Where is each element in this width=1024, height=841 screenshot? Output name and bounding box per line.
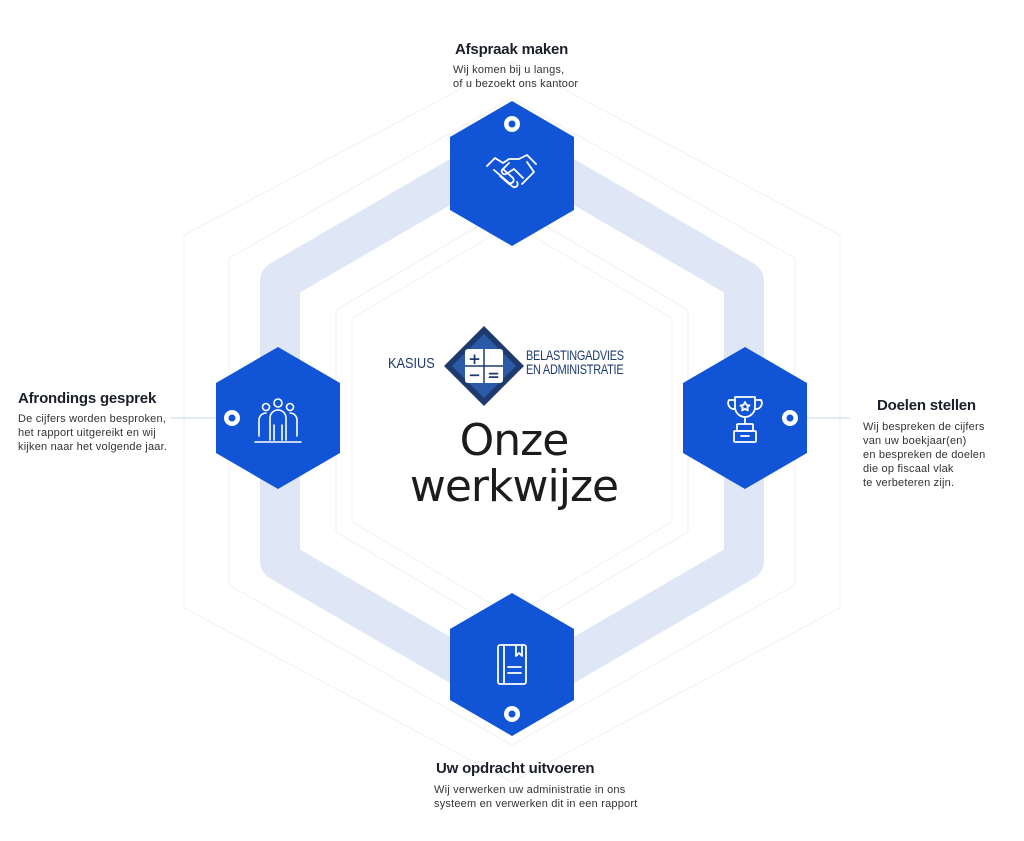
- step-right-description: Wij bespreken de cijfers van uw boekjaar…: [863, 420, 985, 490]
- handshake-icon: [486, 154, 537, 189]
- step-bottom-hexagon: [450, 593, 574, 736]
- step-right-line: en bespreken de doelen: [863, 449, 986, 461]
- logo-equals-symbol: =: [487, 366, 500, 384]
- step-top-line: of u bezoekt ons kantoor: [453, 78, 579, 90]
- step-right-line: te verbeteren zijn.: [863, 477, 955, 489]
- brand-tagline-line2: EN ADMINISTRATIE: [526, 361, 624, 377]
- step-left-title: Afrondings gesprek: [18, 390, 157, 407]
- outer-hexagon-outline: [183, 61, 841, 783]
- logo-minus-symbol: −: [468, 366, 481, 384]
- trophy-icon: [727, 396, 763, 443]
- logo-mark: + = −: [444, 326, 524, 406]
- step-right-line: van uw boekjaar(en): [863, 435, 967, 447]
- step-right-line: Wij bespreken de cijfers: [863, 421, 985, 433]
- step-left-line: De cijfers worden besproken,: [18, 413, 167, 425]
- step-top-line: Wij komen bij u langs,: [453, 64, 565, 76]
- step-right-title: Doelen stellen: [877, 397, 976, 414]
- step-bottom-description: Wij verwerken uw administratie in ons sy…: [434, 783, 637, 811]
- step-bottom-line: Wij verwerken uw administratie in ons: [434, 784, 626, 796]
- step-right-line: die op fiscaal vlak: [863, 463, 954, 475]
- outer-hexagon-outline-2: [228, 97, 796, 746]
- title-line2: werkwijze: [409, 461, 619, 512]
- step-top-description: Wij komen bij u langs, of u bezoekt ons …: [453, 63, 578, 91]
- brand-tagline-line1: BELASTINGADVIES: [526, 347, 624, 363]
- step-top-title: Afspraak maken: [455, 41, 569, 58]
- step-left-line: kijken naar het volgende jaar.: [18, 441, 168, 453]
- people-icon: [254, 398, 302, 443]
- book-icon: [497, 644, 527, 685]
- step-bottom-line: systeem en verwerken dit in een rapport: [434, 798, 638, 810]
- step-bottom-title: Uw opdracht uitvoeren: [436, 760, 595, 777]
- step-left-line: het rapport uitgereikt en wij: [18, 427, 156, 439]
- page-title: Onze werkwijze: [384, 418, 644, 510]
- logo-plus-symbol: +: [468, 350, 481, 368]
- step-left-hexagon: [216, 347, 340, 489]
- title-line1: Onze: [459, 415, 570, 466]
- step-right-hexagon: [683, 347, 807, 489]
- brand-tagline: BELASTINGADVIES EN ADMINISTRATIE: [526, 348, 624, 376]
- step-left-description: De cijfers worden besproken, het rapport…: [18, 412, 167, 454]
- step-top-hexagon: [450, 101, 574, 246]
- brand-name: KASIUS: [388, 355, 435, 372]
